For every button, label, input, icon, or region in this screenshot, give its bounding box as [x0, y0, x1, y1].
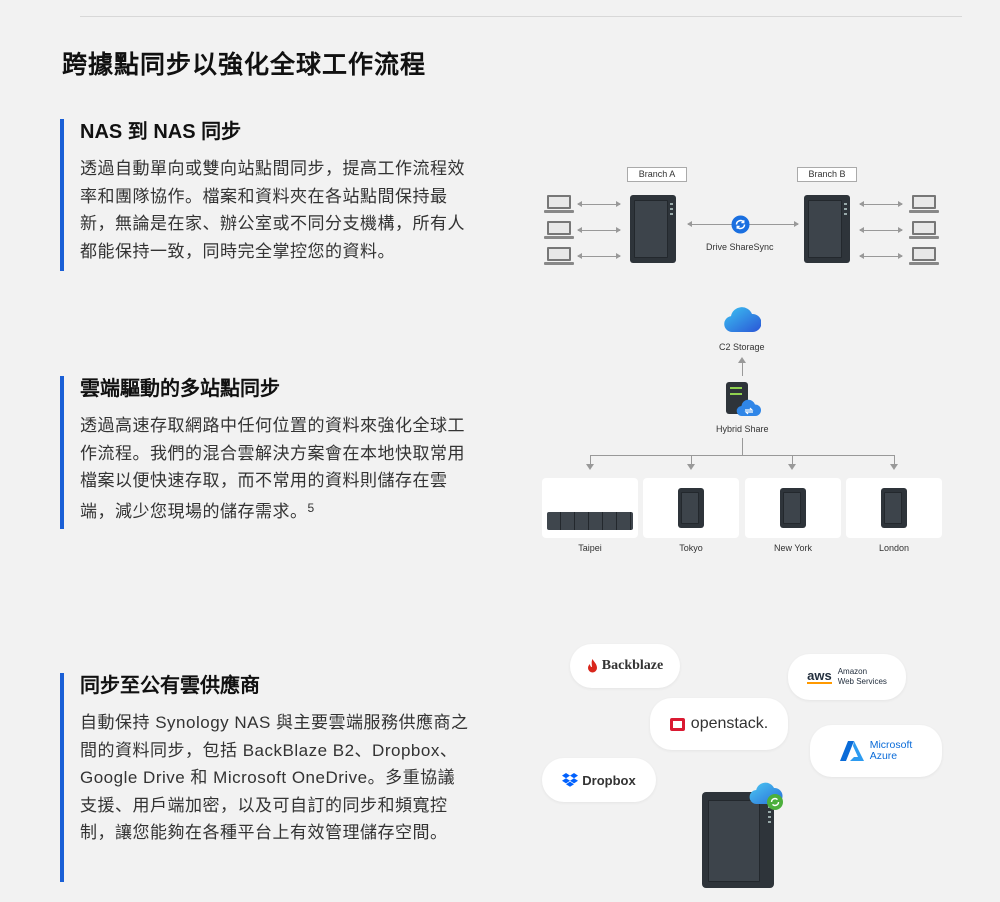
location-label: New York [773, 543, 813, 553]
aws-logo: aws Amazon Web Services [788, 654, 906, 700]
rack-nas-icon [547, 512, 633, 530]
openstack-icon [669, 717, 685, 731]
bidirectional-arrow-icon [859, 253, 903, 259]
azure-logo: Microsoft Azure [810, 725, 942, 777]
drive-sharesync-label: Drive ShareSync [706, 242, 774, 252]
nas-icon [881, 488, 907, 528]
laptop-icon [544, 247, 574, 265]
down-arrow-icon [788, 464, 796, 470]
connector-line [894, 455, 895, 465]
feature-cloud-multisite: 雲端驅動的多站點同步 透過高速存取網路中任何位置的資料來強化全球工作流程。我們的… [60, 376, 470, 529]
down-arrow-icon [687, 464, 695, 470]
nas-icon [630, 195, 676, 263]
location-card-taipei [542, 478, 638, 538]
feature-title: 同步至公有雲供應商 [80, 675, 260, 697]
feature-title: 雲端驅動的多站點同步 [80, 378, 280, 400]
location-card-tokyo [643, 478, 739, 538]
connector-line [691, 455, 692, 465]
connector-line [590, 455, 591, 465]
feature-title: NAS 到 NAS 同步 [80, 121, 242, 143]
location-card-london [846, 478, 942, 538]
down-arrow-icon [890, 464, 898, 470]
laptop-icon [909, 247, 939, 265]
laptop-icon [544, 221, 574, 239]
branch-a-label: Branch A [627, 167, 687, 182]
dropbox-logo: Dropbox [542, 758, 656, 802]
sync-icon [731, 215, 750, 234]
feature-public-cloud-sync: 同步至公有雲供應商 自動保持 Synology NAS 與主要雲端服務供應商之間… [60, 673, 470, 882]
nas-icon [780, 488, 806, 528]
location-label: Taipei [578, 543, 602, 553]
flame-icon [587, 659, 597, 673]
laptop-icon [544, 195, 574, 213]
location-card-new-york [745, 478, 841, 538]
location-label: Tokyo [679, 543, 703, 553]
nas-icon [678, 488, 704, 528]
location-label: London [878, 543, 910, 553]
connector-line [742, 360, 743, 376]
feature-body: 透過高速存取網路中任何位置的資料來強化全球工作流程。我們的混合雲解決方案會在本地… [80, 416, 465, 521]
footnote-ref[interactable]: 5 [307, 500, 315, 515]
bidirectional-arrow-icon [577, 201, 621, 207]
backblaze-logo: Backblaze [570, 644, 680, 688]
connector-line [590, 455, 895, 456]
azure-icon [839, 741, 864, 761]
feature-body: 自動保持 Synology NAS 與主要雲端服務供應商之間的資料同步，包括 B… [80, 713, 469, 842]
bidirectional-arrow-icon [859, 227, 903, 233]
cloud-icon [724, 307, 761, 332]
cloud-sync-icon [749, 782, 783, 810]
nas-icon [702, 792, 774, 888]
connector-line [742, 438, 743, 455]
page-title: 跨據點同步以強化全球工作流程 [62, 51, 427, 79]
openstack-logo: openstack. [650, 698, 788, 750]
bidirectional-arrow-icon [577, 253, 621, 259]
up-arrow-icon [738, 357, 746, 363]
nas-icon [804, 195, 850, 263]
feature-nas-to-nas: NAS 到 NAS 同步 透過自動單向或雙向站點間同步，提高工作流程效率和團隊協… [60, 119, 470, 271]
top-divider [80, 16, 962, 17]
cloud-sync-icon [736, 399, 762, 417]
connector-line [792, 455, 793, 465]
bidirectional-arrow-icon [577, 227, 621, 233]
branch-b-label: Branch B [797, 167, 857, 182]
hybrid-share-label: Hybrid Share [716, 424, 769, 434]
dropbox-icon [562, 773, 579, 787]
feature-body: 透過自動單向或雙向站點間同步，提高工作流程效率和團隊協作。檔案和資料夾在各站點間… [80, 159, 465, 261]
laptop-icon [909, 195, 939, 213]
laptop-icon [909, 221, 939, 239]
bidirectional-arrow-icon [859, 201, 903, 207]
c2-storage-label: C2 Storage [719, 342, 765, 352]
down-arrow-icon [586, 464, 594, 470]
